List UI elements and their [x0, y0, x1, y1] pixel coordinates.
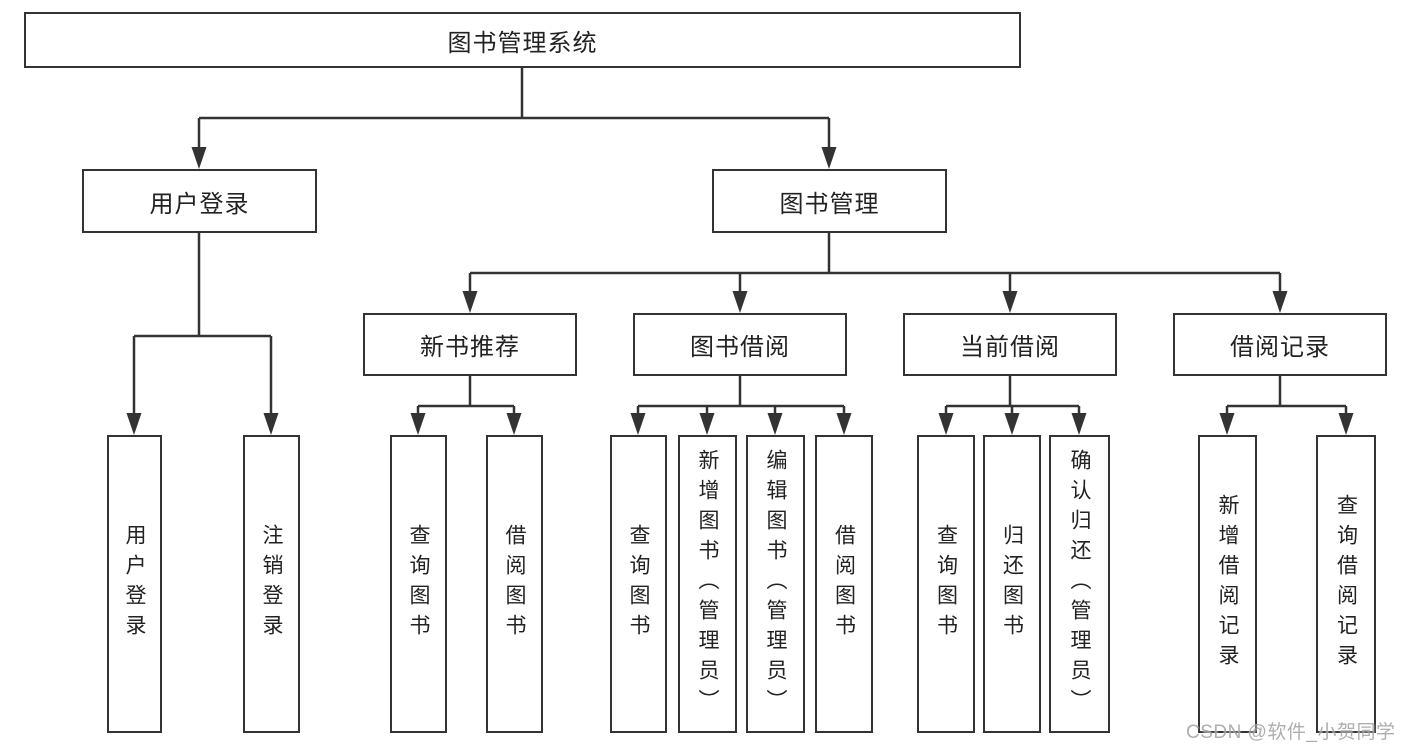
node-label: 借阅图书 — [832, 524, 856, 644]
connector-borrow-records-children — [1219, 376, 1354, 435]
node-label: 查询借阅记录 — [1334, 494, 1358, 674]
node-current-borrow: 当前借阅 — [903, 313, 1117, 376]
node-borrow-records: 借阅记录 — [1173, 313, 1387, 376]
node-leaf-logout: 注销登录 — [243, 435, 300, 733]
node-leaf-return-books: 归还图书 — [983, 435, 1041, 733]
arrow-down-icon — [699, 413, 715, 435]
node-label: 新增借阅记录 — [1216, 494, 1239, 674]
node-new-book-recommend: 新书推荐 — [363, 313, 577, 376]
node-leaf-add-borrow-record: 新增借阅记录 — [1198, 435, 1257, 733]
arrow-down-icon — [410, 413, 426, 435]
node-user-login: 用户登录 — [82, 169, 317, 233]
arrow-down-icon — [732, 291, 748, 313]
connector-new-book-children — [410, 376, 522, 435]
arrow-down-icon — [767, 413, 783, 435]
node-leaf-borrow-books-newbook: 借阅图书 — [486, 435, 543, 733]
node-book-borrow: 图书借阅 — [633, 313, 847, 376]
node-label: 查询图书 — [627, 524, 650, 644]
arrow-down-icon — [630, 413, 646, 435]
connector-current-borrow-children — [938, 376, 1087, 435]
node-leaf-edit-books-admin: 编辑图书（管理员） — [746, 435, 805, 733]
node-leaf-query-books-borrow: 查询图书 — [610, 435, 667, 733]
arrow-down-icon — [1004, 413, 1020, 435]
node-label: 查询图书 — [934, 524, 958, 644]
node-label: 用户登录 — [123, 524, 146, 644]
arrow-down-icon — [1071, 413, 1087, 435]
arrow-down-icon — [821, 147, 837, 169]
connector-book-management-children — [462, 233, 1288, 313]
node-leaf-query-borrow-record: 查询借阅记录 — [1316, 435, 1376, 733]
connector-root-to-level2 — [191, 68, 837, 169]
node-leaf-query-books-current: 查询图书 — [917, 435, 975, 733]
arrow-down-icon — [191, 147, 207, 169]
node-label: 新增图书（管理员） — [696, 449, 719, 719]
connector-user-login-children — [126, 233, 279, 435]
node-leaf-query-books-newbook: 查询图书 — [390, 435, 447, 733]
node-leaf-add-books-admin: 新增图书（管理员） — [678, 435, 737, 733]
connector-book-borrow-children — [630, 376, 852, 435]
node-label: 确认归还（管理员） — [1068, 449, 1091, 719]
node-root-system: 图书管理系统 — [24, 12, 1021, 68]
node-leaf-confirm-return-admin: 确认归还（管理员） — [1049, 435, 1110, 733]
arrow-down-icon — [126, 413, 142, 435]
arrow-down-icon — [1219, 413, 1235, 435]
node-label: 归还图书 — [1000, 524, 1024, 644]
node-leaf-user-login: 用户登录 — [107, 435, 162, 733]
arrow-down-icon — [1002, 291, 1018, 313]
arrow-down-icon — [462, 291, 478, 313]
node-leaf-borrow-books: 借阅图书 — [815, 435, 873, 733]
arrow-down-icon — [938, 413, 954, 435]
node-book-management: 图书管理 — [712, 169, 947, 233]
arrow-down-icon — [506, 413, 522, 435]
node-label: 借阅图书 — [503, 524, 526, 644]
node-label: 编辑图书（管理员） — [764, 449, 787, 719]
arrow-down-icon — [263, 413, 279, 435]
arrow-down-icon — [1272, 291, 1288, 313]
node-label: 查询图书 — [407, 524, 430, 644]
arrow-down-icon — [1338, 413, 1354, 435]
csdn-watermark: CSDN @软件_小贺同学 — [1186, 722, 1396, 743]
arrow-down-icon — [836, 413, 852, 435]
node-label: 注销登录 — [260, 524, 283, 644]
